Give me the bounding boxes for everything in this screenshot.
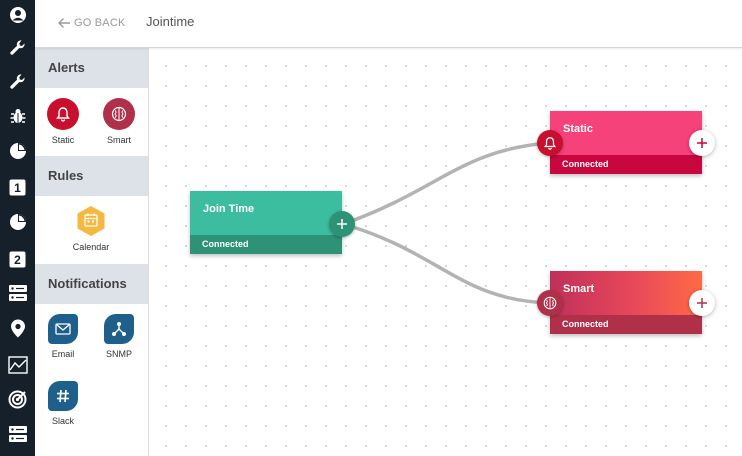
palette-item-label: Email [51,349,75,359]
section-notifications-header: Notifications [35,264,148,304]
svg-text:2: 2 [14,253,21,267]
static-add-button[interactable] [689,130,715,156]
sidebar-rail: 1 2 [0,0,35,456]
wrench-icon [9,74,25,89]
node-title: Smart [563,283,595,295]
node-status: Connected [550,155,702,174]
user-icon [9,7,26,23]
palette-item-label: SNMP [105,349,132,359]
bell-icon [56,107,70,122]
sidebar-item-one[interactable]: 1 [0,172,35,202]
section-alerts-header: Alerts [35,48,148,88]
brain-icon [543,296,557,310]
sidebar-item-tools[interactable] [0,67,35,97]
static-tool-icon [47,98,79,130]
envelope-icon [55,323,71,335]
smart-tool-icon [103,98,135,130]
slack-tool-icon [48,381,78,411]
palette-item-label: Calendar [72,242,110,252]
go-back-label: GO BACK [74,17,126,29]
brain-icon [111,106,127,122]
network-icon [112,322,126,336]
bug-icon [10,109,25,123]
palette-item-static[interactable]: Static [38,98,88,145]
sidebar-item-charts[interactable] [0,350,35,380]
pie-chart-icon [9,214,26,230]
calendar-tool-icon [75,205,107,237]
go-back-button[interactable]: GO BACK [57,14,126,32]
sidebar-item-analytics[interactable] [0,207,35,237]
node-static-header: Static [550,111,702,155]
plus-icon [337,219,347,229]
sidebar-item-settings[interactable] [0,33,35,63]
palette-item-smart[interactable]: Smart [94,98,144,145]
node-smart-header: Smart [550,271,702,315]
hashtag-icon [57,389,69,403]
radar-icon [8,390,27,408]
node-title: Static [563,123,593,135]
node-status: Connected [190,235,342,254]
node-status: Connected [550,315,702,334]
bell-icon [543,137,557,150]
arrow-left-icon [58,18,70,28]
palette-item-email[interactable]: Email [38,314,88,359]
location-pin-icon [10,319,25,337]
sidebar-item-servers[interactable] [0,278,35,308]
node-join-time-header: Join Time [190,191,342,235]
sidebar-item-debug[interactable] [0,101,35,131]
static-input-port[interactable] [537,130,563,156]
node-smart[interactable]: Smart Connected [550,271,702,334]
number-1-icon: 1 [9,179,26,195]
node-join-time[interactable]: Join Time Connected [190,191,342,254]
page-title: Jointime [146,14,195,29]
palette-item-label: Smart [106,135,131,145]
sidebar-item-user[interactable] [0,0,35,30]
palette-item-snmp[interactable]: SNMP [94,314,144,359]
wrench-icon [9,40,25,55]
sidebar-item-two[interactable]: 2 [0,244,35,274]
smart-input-port[interactable] [537,290,563,316]
sidebar-item-storage[interactable] [0,419,35,449]
server-icon [8,426,27,442]
snmp-tool-icon [104,314,134,344]
section-rules-header: Rules [35,156,148,196]
join-time-output-port[interactable] [329,211,355,237]
smart-add-button[interactable] [689,290,715,316]
number-2-icon: 2 [9,251,26,267]
palette-item-calendar[interactable]: Calendar [66,205,116,252]
node-static[interactable]: Static Connected [550,111,702,174]
server-icon [8,285,27,301]
sidebar-item-reports[interactable] [0,136,35,166]
sidebar-item-monitor[interactable] [0,384,35,414]
plus-icon [697,298,707,308]
component-palette: Alerts Static Smart Rules Calendar Notif… [35,48,149,456]
palette-item-label: Slack [51,416,74,426]
palette-item-slack[interactable]: Slack [38,381,88,426]
email-tool-icon [48,314,78,344]
plus-icon [697,138,707,148]
hexagon-shape [77,206,105,236]
pie-chart-icon [9,143,26,159]
node-title: Join Time [203,203,255,215]
top-bar: GO BACK Jointime [35,0,742,48]
sidebar-item-locations[interactable] [0,313,35,343]
palette-item-label: Static [51,135,75,145]
calendar-icon [84,213,98,227]
svg-text:1: 1 [14,181,21,195]
area-chart-icon [7,356,28,374]
